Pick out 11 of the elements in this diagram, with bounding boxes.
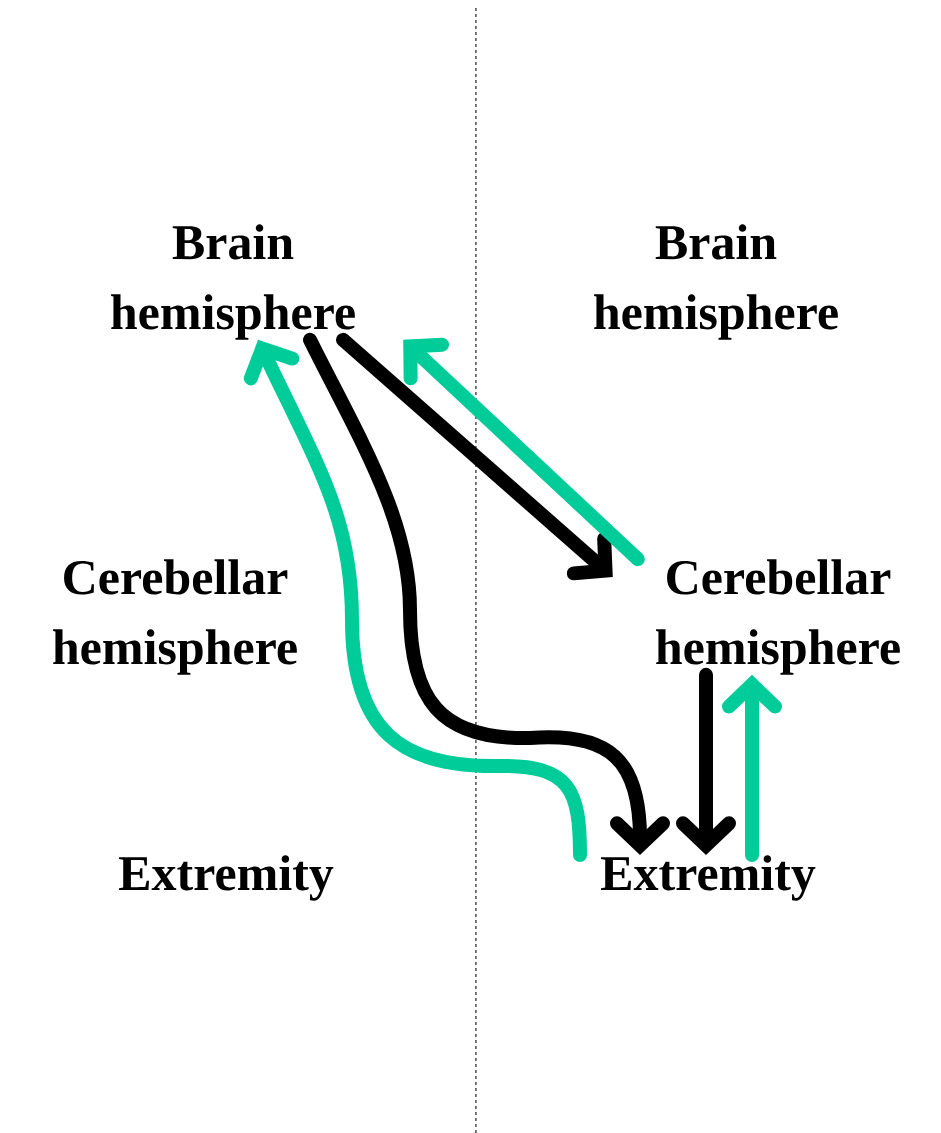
node-label: Extremity: [119, 855, 334, 901]
node-label: Cerebellar hemisphere: [656, 559, 900, 675]
arrow: [676, 667, 736, 856]
arrow: [722, 674, 782, 863]
node-label: Brain hemisphere: [594, 224, 838, 340]
node-label: Brain hemisphere: [111, 224, 355, 340]
arrow: [403, 337, 645, 567]
arrow: [243, 339, 587, 863]
node-label: Cerebellar hemisphere: [53, 559, 297, 675]
node-label: Extremity: [601, 855, 816, 901]
arrow: [336, 332, 613, 581]
